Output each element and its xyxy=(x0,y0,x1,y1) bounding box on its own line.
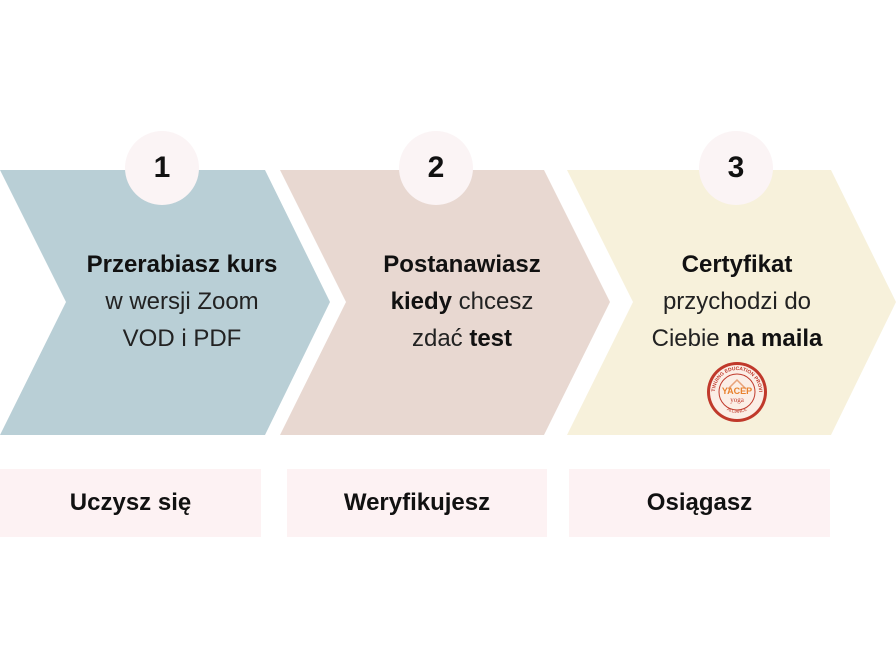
step-1-line-2: w wersji Zoom xyxy=(105,288,259,315)
step-1-description: Przerabiasz kurs w wersji Zoom VOD i PDF xyxy=(62,246,302,357)
svg-text:YACEP: YACEP xyxy=(722,386,752,396)
step-number-badge-2: 2 xyxy=(399,131,473,205)
step-2-line-3-pre: zdać xyxy=(411,325,470,352)
svg-text:yoga: yoga xyxy=(730,396,745,404)
yacep-seal-logo: CONTINUING EDUCATION PROVIDER ALLIANCE Y… xyxy=(704,357,768,423)
step-3-description: Certyfikat przychodzi do Ciebie na maila xyxy=(617,246,857,357)
stage-label-3: Osiągasz xyxy=(569,469,830,537)
step-1-line-1: Przerabiasz kurs xyxy=(86,251,278,278)
step-2-line-3-bold: test xyxy=(469,325,513,352)
stage-label-3-text: Osiągasz xyxy=(646,489,753,516)
process-arrow-1 xyxy=(0,170,330,435)
step-3-line-3-bold: na maila xyxy=(726,325,823,352)
step-number-badge-1: 1 xyxy=(125,131,199,205)
step-3-line-1: Certyfikat xyxy=(681,251,793,278)
stage-label-2-text: Weryfikujesz xyxy=(343,489,491,516)
stage-label-2: Weryfikujesz xyxy=(287,469,547,537)
stage-label-1: Uczysz się xyxy=(0,469,261,537)
stage-label-1-text: Uczysz się xyxy=(69,489,192,516)
process-arrow-3 xyxy=(567,170,896,435)
step-1-line-3: VOD i PDF xyxy=(122,325,242,352)
step-3-line-2: przychodzi do xyxy=(662,288,812,315)
svg-text:ALLIANCE: ALLIANCE xyxy=(726,406,748,414)
step-2-line-2-rest: chcesz xyxy=(452,288,534,315)
step-2-line-2-bold: kiedy xyxy=(390,288,452,315)
process-arrow-2 xyxy=(280,170,610,435)
arrow-shape-3 xyxy=(567,170,896,435)
step-3-line-3-pre: Ciebie xyxy=(651,325,727,352)
arrow-shape-1 xyxy=(0,170,330,435)
step-2-line-1: Postanawiasz xyxy=(383,251,541,278)
step-2-description: Postanawiasz kiedy chcesz zdać test xyxy=(342,246,582,357)
step-number-badge-3: 3 xyxy=(699,131,773,205)
arrow-shape-2 xyxy=(280,170,610,435)
